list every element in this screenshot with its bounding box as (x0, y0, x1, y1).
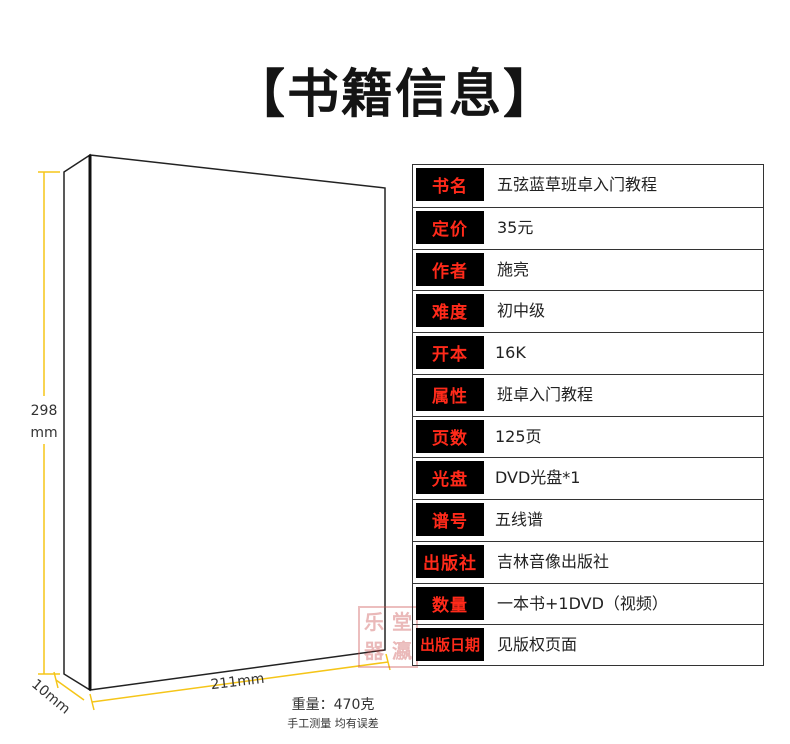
width-dimension-line (91, 661, 389, 703)
info-row-title: 书名 五弦蓝草班卓入门教程 (413, 165, 763, 207)
info-label: 作者 (416, 252, 484, 286)
info-label: 光盘 (416, 461, 484, 495)
info-row-disc: 光盘 DVD光盘*1 (413, 457, 763, 499)
weight-note: 手工测量 均有误差 (287, 717, 379, 730)
info-value: 吉林音像出版社 (497, 551, 610, 571)
weight-text: 重量：470克 (291, 697, 375, 713)
info-row-notation: 谱号 五线谱 (413, 499, 763, 541)
info-row-difficulty: 难度 初中级 (413, 290, 763, 332)
info-value: 125页 (495, 426, 542, 446)
book-illustration: 298 mm 211mm 10mm (26, 153, 391, 718)
info-value: 一本书+1DVD（视频） (497, 593, 668, 613)
depth-label: 10mm (28, 676, 73, 717)
info-row-category: 属性 班卓入门教程 (413, 373, 763, 416)
info-label: 数量 (416, 586, 484, 620)
stamp-char: 瀛 (392, 639, 412, 663)
info-row-quantity: 数量 一本书+1DVD（视频） (413, 582, 763, 625)
info-label: 属性 (416, 377, 484, 411)
depth-dimension-line (55, 679, 85, 701)
book-spine (63, 153, 91, 692)
info-label: 开本 (416, 336, 484, 369)
book-front-cover (89, 154, 386, 691)
info-label: 谱号 (416, 503, 484, 536)
info-value: 班卓入门教程 (497, 384, 594, 404)
info-label: 书名 (416, 168, 484, 201)
info-value: 五弦蓝草班卓入门教程 (497, 175, 658, 194)
info-value: 35元 (497, 217, 534, 237)
info-row-pages: 页数 125页 (413, 415, 763, 458)
stamp-char: 乐 (364, 610, 384, 634)
width-label: 211mm (210, 671, 266, 693)
info-row-price: 定价 35元 (413, 206, 763, 249)
stamp-char: 堂 (392, 610, 412, 634)
info-value: 见版权页面 (497, 635, 578, 655)
info-value: 初中级 (497, 301, 546, 321)
info-label: 出版社 (416, 544, 484, 578)
info-label: 出版日期 (416, 628, 484, 662)
info-label: 难度 (416, 294, 484, 328)
info-label: 定价 (416, 210, 484, 244)
info-label: 页数 (416, 419, 484, 453)
info-value: 五线谱 (495, 510, 544, 529)
weight-block: 重量：470克 手工测量 均有误差 (268, 694, 398, 731)
seal-stamp: 乐 堂 器 瀛 (358, 606, 418, 668)
info-value: 16K (495, 343, 526, 362)
info-row-author: 作者 施亮 (413, 248, 763, 291)
stamp-char: 器 (364, 639, 384, 663)
page-title: 【书籍信息】 (232, 65, 557, 125)
info-row-publisher: 出版社 吉林音像出版社 (413, 540, 763, 583)
info-value: 施亮 (497, 259, 530, 279)
info-value: DVD光盘*1 (495, 468, 581, 488)
book-info-table: 书名 五弦蓝草班卓入门教程 定价 35元 作者 施亮 难度 初中级 开本 16K… (412, 164, 764, 666)
info-row-publish-date: 出版日期 见版权页面 (413, 624, 763, 666)
height-unit-label: mm (30, 425, 57, 441)
height-value-label: 298 (31, 403, 58, 419)
info-row-format: 开本 16K (413, 332, 763, 374)
